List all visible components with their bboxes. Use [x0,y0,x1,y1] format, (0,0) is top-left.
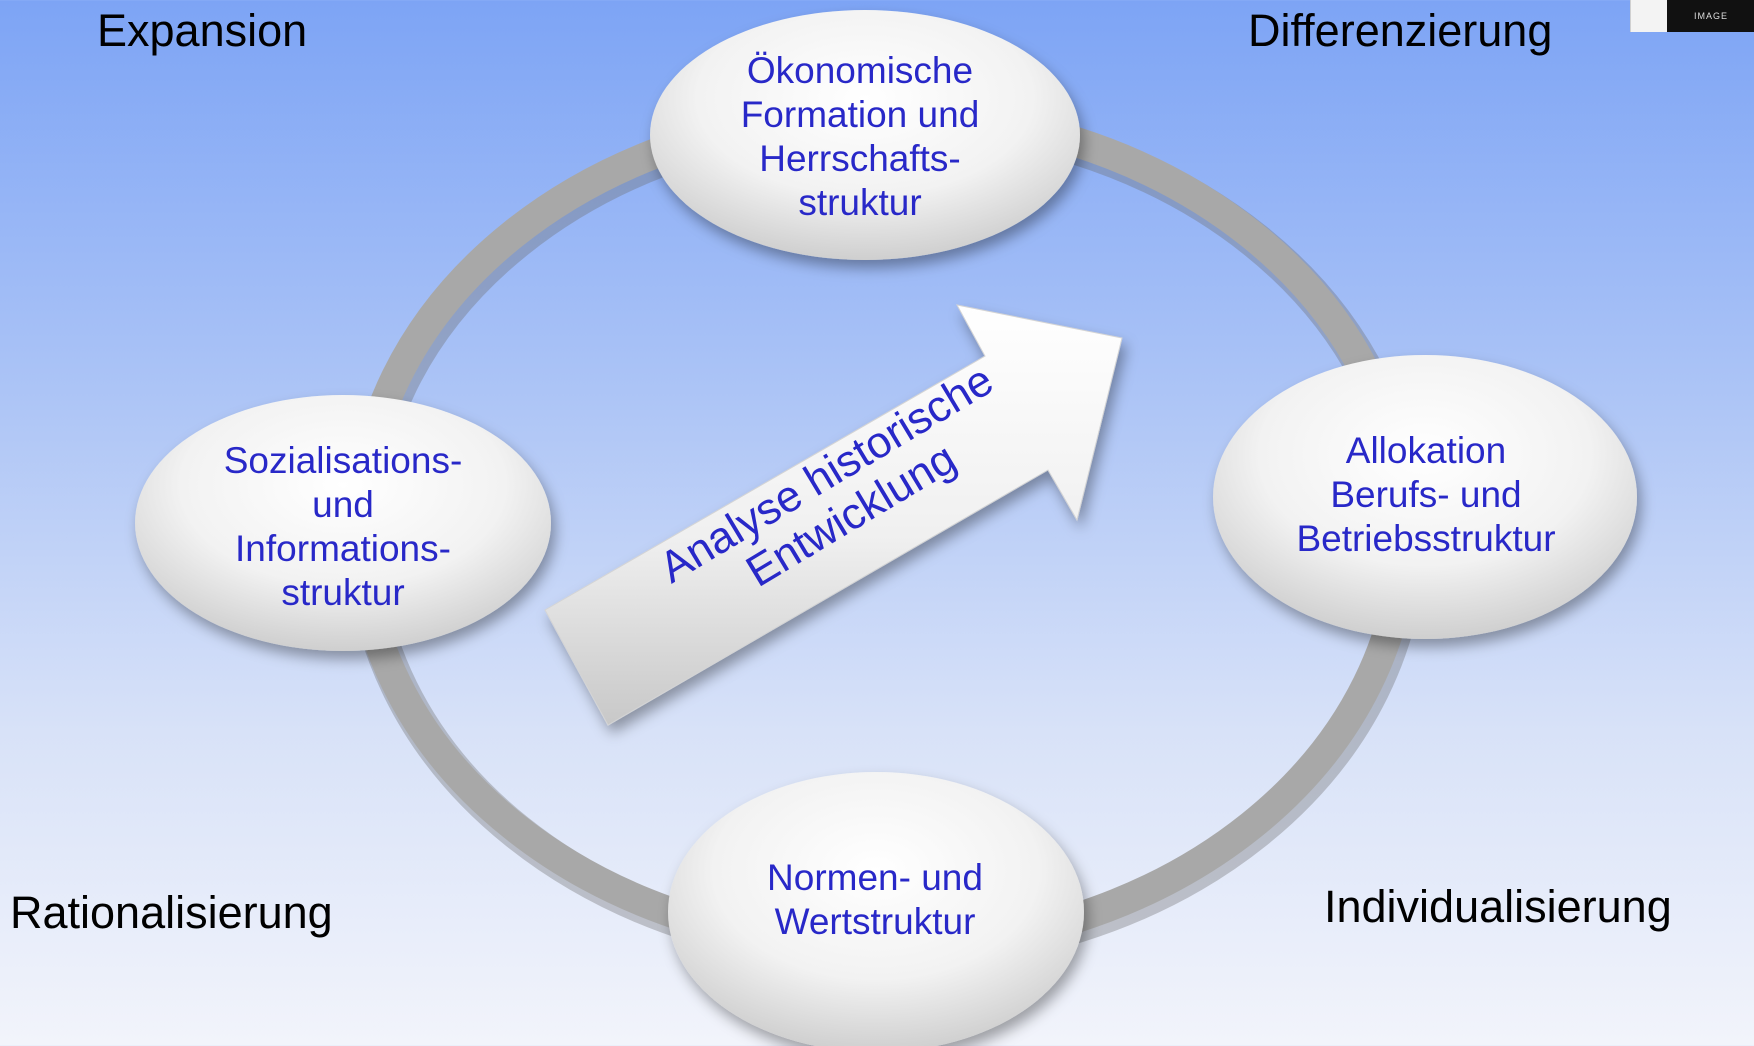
arrow-shape [544,304,1123,726]
corner-label-expansion: Expansion [97,5,308,56]
node-left-line: struktur [281,572,405,613]
node-bottom-oval [668,772,1084,1046]
corner-label-differenzierung: Differenzierung [1248,5,1553,56]
node-right-line: Betriebsstruktur [1296,518,1556,559]
node-left-line: Informations- [235,528,451,569]
node-top-line: Formation und [740,94,980,135]
node-top-line: Herrschafts- [759,138,961,179]
node-top-line: Ökonomische [746,50,974,91]
node-right-line: Berufs- und [1330,474,1522,515]
node-top-line: struktur [798,182,922,223]
logo: IMAGE [1630,0,1754,32]
node-left-line: Sozialisations- [223,440,463,481]
node-top-oval [650,10,1080,260]
node-left-oval [135,395,551,651]
node-right-line: Allokation [1345,430,1507,471]
corner-label-individualisierung: Individualisierung [1324,881,1672,932]
node-right-oval [1213,355,1637,639]
node-bottom-line: Wertstruktur [774,901,976,942]
corner-label-rationalisierung: Rationalisierung [10,887,333,938]
node-top-label: Ökonomische Formation und Herrschafts- s… [690,42,1030,232]
node-left-line: und [312,484,374,525]
node-bottom-line: Normen- und [767,857,983,898]
node-left-label: Sozialisations- und Informations- strukt… [178,432,508,622]
node-bottom-label: Normen- und Wertstruktur [705,850,1045,950]
logo-mark: IMAGE [1667,0,1754,32]
node-right-label: Allokation Berufs- und Betriebsstruktur [1246,410,1606,580]
